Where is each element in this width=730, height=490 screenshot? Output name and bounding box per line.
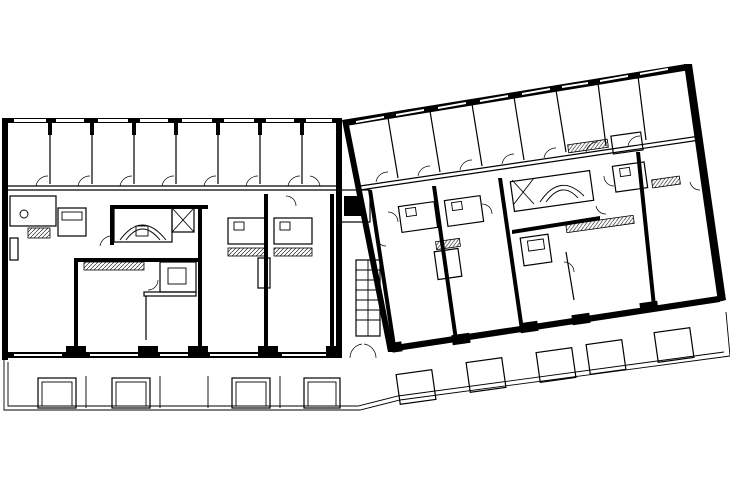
- balcony-zone: [3, 311, 730, 411]
- west-wing: [2, 118, 342, 360]
- stair-west: [110, 205, 208, 245]
- east-wing: [342, 64, 726, 353]
- connector-stair: [339, 189, 381, 359]
- stair-east: [509, 169, 595, 213]
